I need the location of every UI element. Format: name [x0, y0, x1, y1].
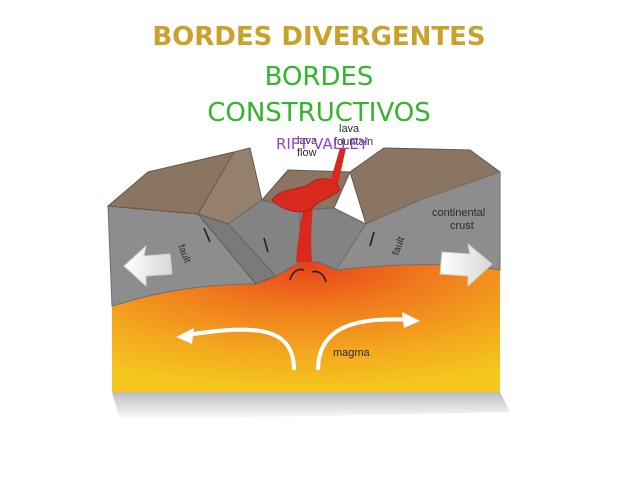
title-line-3: CONSTRUCTIVOS [207, 98, 431, 128]
ground-shadow [112, 392, 510, 420]
fault-arrow-mid [263, 237, 269, 253]
title-line-1: BORDES DIVERGENTES [152, 22, 486, 52]
mantle-front [112, 257, 500, 392]
lava-fountain [330, 148, 346, 184]
lava-flow [271, 178, 341, 213]
label-continental-crust-1: continental [432, 207, 485, 219]
lava-dike [296, 196, 314, 262]
label-lava-flow-2: flow [297, 147, 317, 159]
right-crust-front [335, 171, 501, 271]
magma-arrowhead-left [176, 328, 194, 344]
label-lava-fountain-1: lava [339, 123, 360, 135]
label-lava-fountain-2: fountain [334, 136, 373, 148]
spread-arrow-right [439, 242, 493, 288]
fault-arrow-left [203, 227, 211, 243]
label-continental-crust-2: crust [450, 220, 474, 232]
label-rift-valley: RIFT VALLEY [276, 135, 369, 153]
magma-arrowhead-right [402, 312, 420, 328]
spread-arrow-left [123, 244, 173, 288]
dike-arrow-right [311, 270, 327, 283]
fault-arrow-right [369, 231, 375, 247]
magma-arrow-right [316, 317, 413, 371]
label-lava-flow-1: lava [297, 135, 318, 147]
magma-arrow-left [181, 327, 296, 371]
dike-arrow-left [289, 268, 305, 281]
label-magma: magma [333, 347, 371, 359]
title-line-2: BORDES [264, 62, 374, 92]
